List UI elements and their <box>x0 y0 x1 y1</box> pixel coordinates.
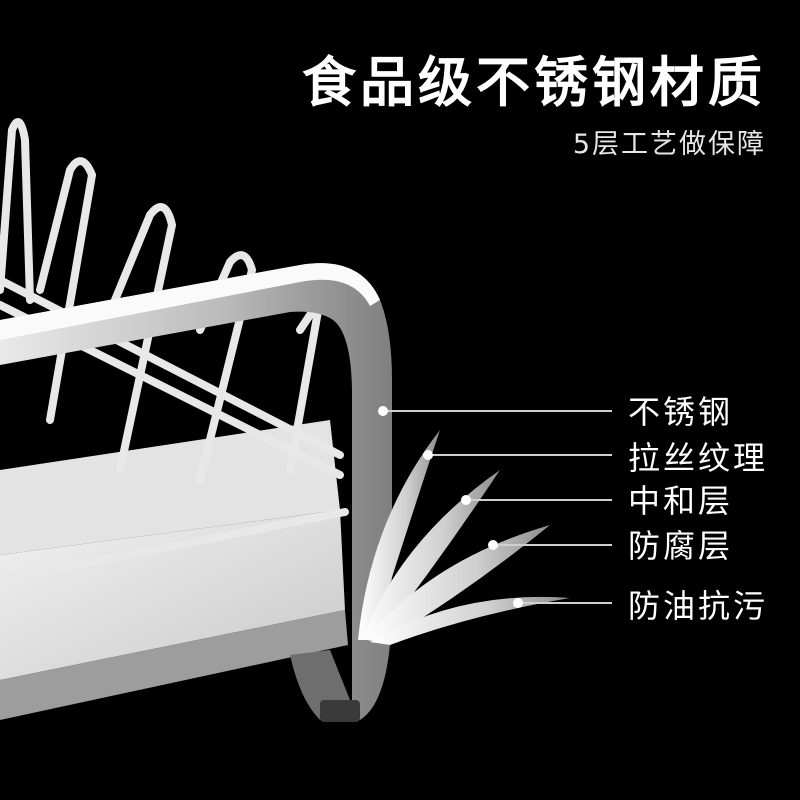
layer-label-anticorrosion-layer: 防腐层 <box>628 527 734 565</box>
subline: 5层工艺做保障 <box>572 129 766 160</box>
layer-leaves <box>358 430 570 645</box>
drip-tray <box>0 420 348 720</box>
headline: 食品级不锈钢材质 <box>302 51 766 114</box>
steel-frame <box>0 263 392 722</box>
layer-label-brushed-texture: 拉丝纹理 <box>628 439 769 477</box>
layer-label-oil-stain-resistant: 防油抗污 <box>628 587 769 625</box>
layer-label-neutral-layer: 中和层 <box>628 482 734 520</box>
layer-label-stainless-steel: 不锈钢 <box>628 393 734 431</box>
leader-dots <box>378 406 523 608</box>
leader-lines <box>383 410 612 604</box>
